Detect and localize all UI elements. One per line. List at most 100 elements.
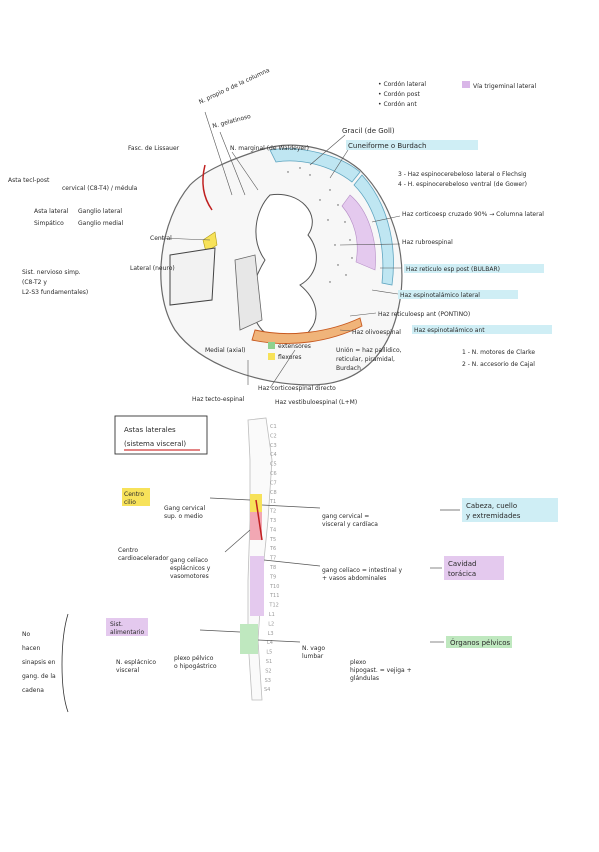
fasciculo-3-label: 3 - Haz espinocerebeloso lateral o Flech… [398, 171, 527, 178]
segment-label: C8 [270, 490, 277, 496]
segment-label: L5 [266, 650, 272, 656]
cuneiforme-highlight [346, 140, 478, 150]
segment-label: C5 [270, 462, 277, 468]
lateral-horn-box [169, 247, 216, 306]
haz-olivo-label: Haz olivoespinal [352, 329, 401, 336]
gracil-label: Gracil (de Goll) [342, 127, 395, 135]
alimento-highlight [106, 618, 148, 636]
segment-label: S4 [264, 687, 270, 693]
segment-label: L3 [268, 631, 274, 637]
segment-label: T9 [269, 574, 276, 580]
n-propio-label: N. propio o de la columna [198, 67, 271, 106]
segment-red-line [255, 499, 263, 541]
legend-item-1: • Cordón lateral [378, 81, 426, 88]
flexores-swatch [268, 353, 275, 360]
lower-block-label: Unión = haz pallídico, reticular, pirami… [336, 347, 403, 372]
segment-label: S3 [265, 678, 271, 684]
gang-cervical-eff-label: gang cervical =visceral y cardíaca [322, 513, 378, 528]
segment-label: T12 [268, 603, 278, 609]
n-marginal-label: N. marginal (de Waldeyer) [230, 145, 309, 152]
asta-post-label: Asta tecl-post [8, 177, 50, 184]
segment-label: S1 [266, 659, 272, 665]
haz-corticoesp-label: Haz corticoesp cruzado 90% → Columna lat… [402, 211, 544, 218]
cabeza-highlight [462, 498, 558, 522]
legend-item-3: • Cordón ant [378, 101, 417, 108]
gray-matter [250, 193, 317, 342]
haz-corticoesp-directo-label: Haz corticoespinal directo [258, 385, 336, 392]
haz-vestibulo-label: Haz vestibuloespinal (L+M) [275, 399, 357, 406]
cross-section-right-labels: Gracil (de Goll) Cuneiforme o Burdach 3 … [192, 127, 552, 406]
segment-label: T7 [269, 556, 276, 562]
segment-label: L1 [269, 612, 275, 618]
espinotalamico-ant-highlight [412, 325, 552, 334]
ventral-orange-band [251, 317, 363, 344]
legend-item-2: • Cordón post [378, 91, 420, 98]
lateral-horn-yellow [202, 231, 218, 253]
legend-pink-label: Vía trigeminal lateral [473, 83, 536, 90]
torax-highlight [444, 556, 504, 580]
espinotalamico-highlight [398, 290, 518, 299]
simpatico-label: Simpático [34, 220, 64, 227]
legend: • Cordón lateral • Cordón post • Cordón … [378, 81, 536, 108]
lateral-column-band [353, 174, 394, 286]
ganglio-medial-label: Ganglio medial [78, 220, 124, 227]
medial-label: Medial (axial) [205, 347, 246, 354]
extensores-label: extensores [278, 343, 311, 350]
fascicle-label: Fasc. de Lissauer [128, 145, 180, 152]
leader-lines [159, 111, 402, 389]
haz-espinotalamico-ant-label: Haz espinotalámico ant [414, 327, 485, 334]
spine-title-line1: Astas laterales [124, 426, 176, 434]
segment-label: T8 [269, 565, 276, 571]
spine-section: Astas laterales (sistema visceral) C1C2C… [22, 415, 558, 713]
right-organos-label: Órganos pélvicos [450, 638, 511, 647]
legend-pink-swatch [462, 81, 470, 88]
fasciculo-4-label: 4 - H. espinocerebeloso ventral (de Gowe… [398, 181, 527, 188]
cervical-label: cervical (C8-T4) / médula [62, 185, 138, 192]
sist-nervioso-label: Sist. nervioso simp. (C8-T2 y L2-S3 fund… [22, 269, 88, 296]
segment-label: T6 [269, 546, 276, 552]
ganglio-lateral-label: Ganglio lateral [78, 208, 122, 215]
haz-reticulo-post-label: Haz reticulo esp post (BULBAR) [406, 266, 500, 273]
central-label: Central [150, 235, 172, 242]
segment-label: T1 [269, 499, 276, 505]
haz-tecto-label: Haz tecto-espinal [192, 396, 245, 403]
spine-arrows [199, 497, 460, 643]
segment-lilac [250, 556, 264, 616]
ventral-horn [234, 254, 263, 331]
extensores-swatch [268, 342, 275, 349]
segment-label: T4 [269, 527, 276, 533]
segment-label: C3 [270, 443, 277, 449]
haz-espinotalamico-label: Haz espinotalámico lateral [400, 292, 480, 299]
gang-celiac-eff-label: gang celíaco = intestinal y+ vasos abdom… [322, 567, 403, 582]
segment-label: C6 [270, 471, 277, 477]
bottom-1-label: 1 - N. motores de Clarke [462, 349, 535, 356]
centro-cilio-highlight [122, 488, 150, 506]
segment-label: L4 [267, 640, 273, 646]
bottom-2-label: 2 - N. accesorio de Cajal [462, 361, 535, 368]
asta-lateral-label: Asta lateral [34, 208, 69, 215]
dorsal-column-band [269, 148, 361, 183]
segment-label: L2 [268, 621, 274, 627]
segment-label: C1 [270, 424, 277, 430]
segment-label: C7 [270, 480, 277, 486]
cuneiforme-label: Cuneiforme o Burdach [348, 142, 426, 150]
centro-alimento-label: Sist.alimentario [110, 621, 145, 636]
haz-reticulo-ant-label: Haz reticuloesp ant (PONTINO) [378, 311, 470, 318]
dorsal-root-tract [202, 164, 213, 211]
no-hacen-brace [61, 613, 69, 713]
segment-green [240, 624, 258, 654]
segment-label: T5 [269, 537, 276, 543]
spine-title-box [114, 415, 208, 455]
haz-rubro-label: Haz rubroespinal [402, 239, 453, 246]
